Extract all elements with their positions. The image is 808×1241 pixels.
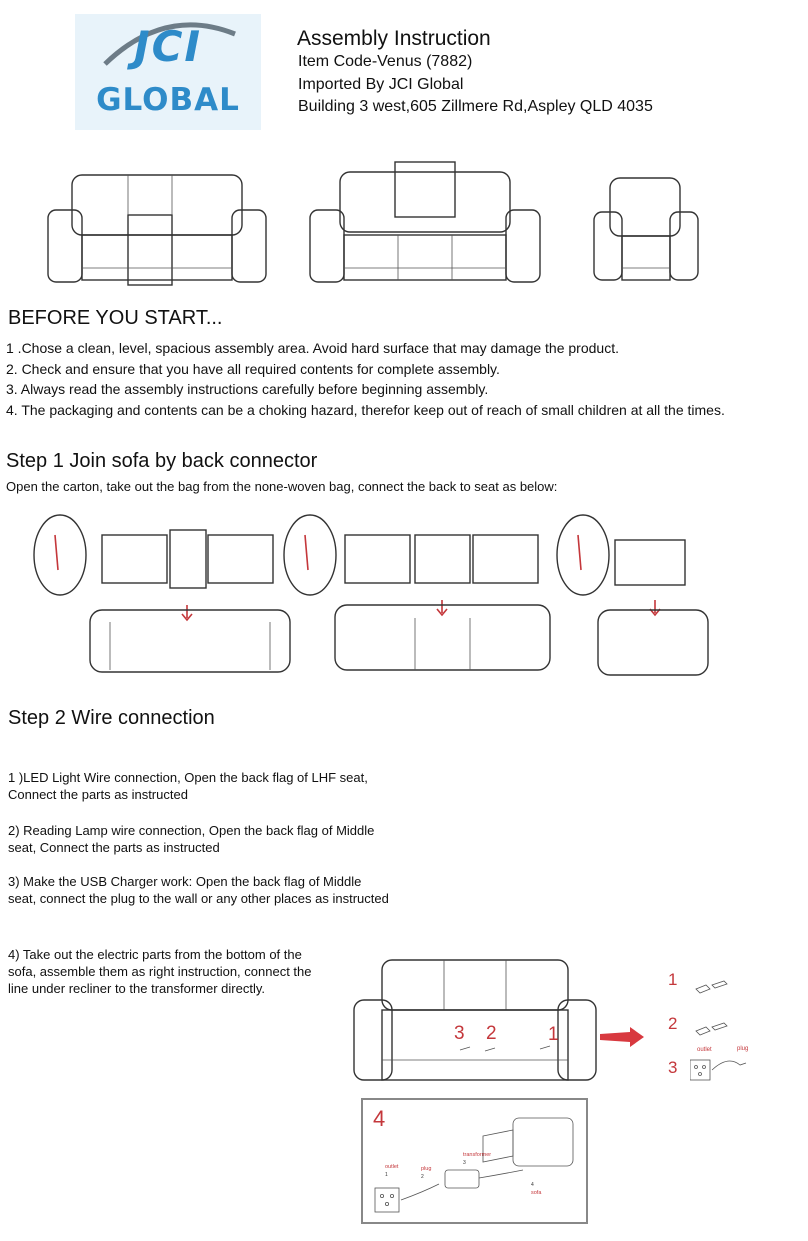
step1-illustrations xyxy=(33,514,709,676)
step1-text: Open the carton, take out the bag from t… xyxy=(6,479,558,494)
seat-number: 3 xyxy=(454,1023,465,1044)
seat-number: 2 xyxy=(486,1023,497,1044)
logo-jci-text: JCI xyxy=(133,22,203,71)
before-item: 1 .Chose a clean, level, spacious assemb… xyxy=(6,340,619,356)
logo-global-text: GLOBAL xyxy=(96,82,240,118)
box-number: 4 xyxy=(373,1106,386,1131)
part-number: 3 xyxy=(668,1058,678,1077)
box-label: sofa xyxy=(531,1190,542,1196)
connector-parts-drawing xyxy=(690,980,747,1081)
box-label: plug xyxy=(421,1166,432,1172)
importer: Imported By JCI Global xyxy=(298,76,464,93)
recliner-chair-drawing xyxy=(593,177,699,281)
box-index: 1 xyxy=(385,1172,388,1178)
seat-number: 1 xyxy=(548,1024,559,1045)
before-list: 1 .Chose a clean, level, spacious assemb… xyxy=(6,338,801,420)
before-heading: BEFORE YOU START... xyxy=(8,307,223,329)
step2-item-2: 2) Reading Lamp wire connection, Open th… xyxy=(8,823,375,855)
box-index: 2 xyxy=(421,1174,424,1180)
box-index: 3 xyxy=(463,1160,466,1166)
before-item: 2. Check and ensure that you have all re… xyxy=(6,360,500,377)
connector-detail-circle xyxy=(33,514,87,596)
part-number: 1 xyxy=(668,970,678,989)
sofa-console-drawing xyxy=(309,161,541,283)
box-label: transformer xyxy=(463,1152,492,1158)
product-illustrations xyxy=(47,161,699,286)
logo-swoosh-icon xyxy=(103,22,236,66)
arrow-right-icon xyxy=(600,1027,644,1047)
step2-item-1: 1 )LED Light Wire connection, Open the b… xyxy=(8,770,368,802)
document-title: Assembly Instruction xyxy=(297,27,491,50)
before-item: 3. Always read the assembly instructions… xyxy=(6,381,489,397)
item-code: Item Code-Venus (7882) xyxy=(298,53,473,70)
sofa-wiring-drawing xyxy=(353,959,597,1081)
before-item: 4. The packaging and contents can be a c… xyxy=(6,401,725,418)
loveseat-console-drawing xyxy=(47,174,267,286)
address: Building 3 west,605 Zillmere Rd,Aspley Q… xyxy=(298,98,653,115)
part-label: plug xyxy=(737,1046,749,1052)
brand-logo: JCI GLOBAL xyxy=(75,14,261,130)
step2-item-3: 3) Make the USB Charger work: Open the b… xyxy=(8,874,389,906)
step1-heading: Step 1 Join sofa by back connector xyxy=(6,450,318,472)
connector-detail-circle xyxy=(556,514,610,596)
step2-heading: Step 2 Wire connection xyxy=(8,707,215,729)
part-label: outlet xyxy=(697,1047,712,1053)
transformer-drawing xyxy=(374,1117,574,1213)
box-label: outlet xyxy=(385,1164,399,1170)
connector-detail-circle xyxy=(283,514,337,596)
box-index: 4 xyxy=(531,1182,534,1188)
step2-item-4: 4) Take out the electric parts from the … xyxy=(8,947,312,996)
transformer-box: 4 outlet plug transformer sofa 1 2 3 4 xyxy=(361,1098,588,1224)
part-number: 2 xyxy=(668,1014,678,1033)
